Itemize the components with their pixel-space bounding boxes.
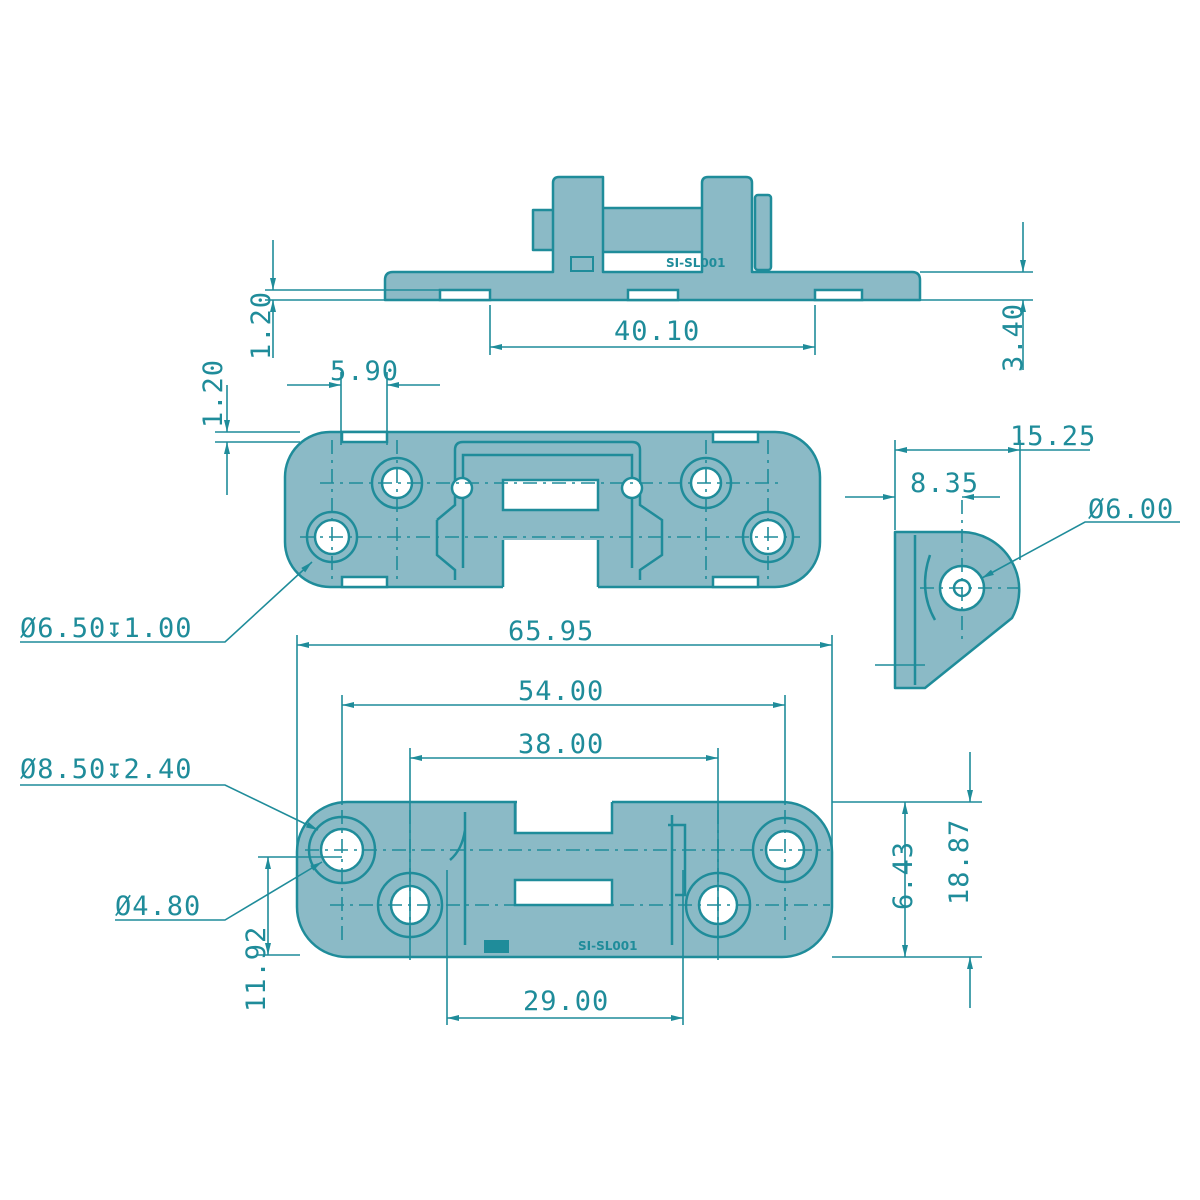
dim-inner-hole-spacing: 38.00: [518, 729, 604, 760]
clip-outline: [461, 453, 634, 568]
base-plate-profile: [383, 175, 922, 302]
engraved-badge: [484, 940, 509, 953]
dim-slot-width: 5.90: [330, 356, 399, 387]
slot: [626, 288, 680, 302]
dim-outer-hole-spacing: 54.00: [518, 676, 604, 707]
dim-overall-length: 65.95: [508, 616, 594, 647]
plan-view: 5.90 1.20 Ø6.50↧1.00: [20, 356, 822, 644]
slot: [438, 288, 492, 302]
dim-hole-height: 11.92: [241, 926, 272, 1012]
side-view: 15.25 8.35 Ø6.00: [845, 421, 1180, 690]
dim-thru-hole: Ø4.80: [115, 891, 201, 922]
dim-edge-thickness: 1.20: [198, 359, 229, 428]
center-bar: [598, 206, 707, 254]
dim-hole-dia: Ø6.00: [1088, 494, 1174, 525]
dim-base-thickness: 1.20: [246, 291, 277, 360]
center-slot: [501, 478, 600, 512]
top-view: SI-SL001 1.20 40.10 3.40: [246, 175, 1033, 372]
dim-counterbore: Ø8.50↧2.40: [20, 754, 193, 785]
engraved-badge: [570, 256, 594, 272]
dim-small-hole: Ø6.50↧1.00: [20, 613, 193, 644]
bottom-view: SI-SL001 65.95 54.00 38.00 29.00 Ø8.50↧2…: [20, 616, 982, 1025]
engraved-part-number: SI-SL001: [578, 939, 637, 953]
dim-overall-height: 18.87: [944, 819, 975, 905]
dim-hole-offset-y: 6.43: [888, 841, 919, 910]
right-tab: [753, 193, 773, 272]
center-gap: [513, 878, 614, 907]
bottom-notch: [503, 540, 598, 589]
dim-hole-offset: 8.35: [910, 468, 979, 499]
dim-plate-height: 3.40: [998, 303, 1029, 372]
engraved-part-number: SI-SL001: [666, 256, 725, 270]
slot: [813, 288, 864, 302]
dim-gap-width: 29.00: [523, 986, 609, 1017]
dim-overall-width: 15.25: [1010, 421, 1096, 452]
dim-slot-spacing: 40.10: [614, 316, 700, 347]
